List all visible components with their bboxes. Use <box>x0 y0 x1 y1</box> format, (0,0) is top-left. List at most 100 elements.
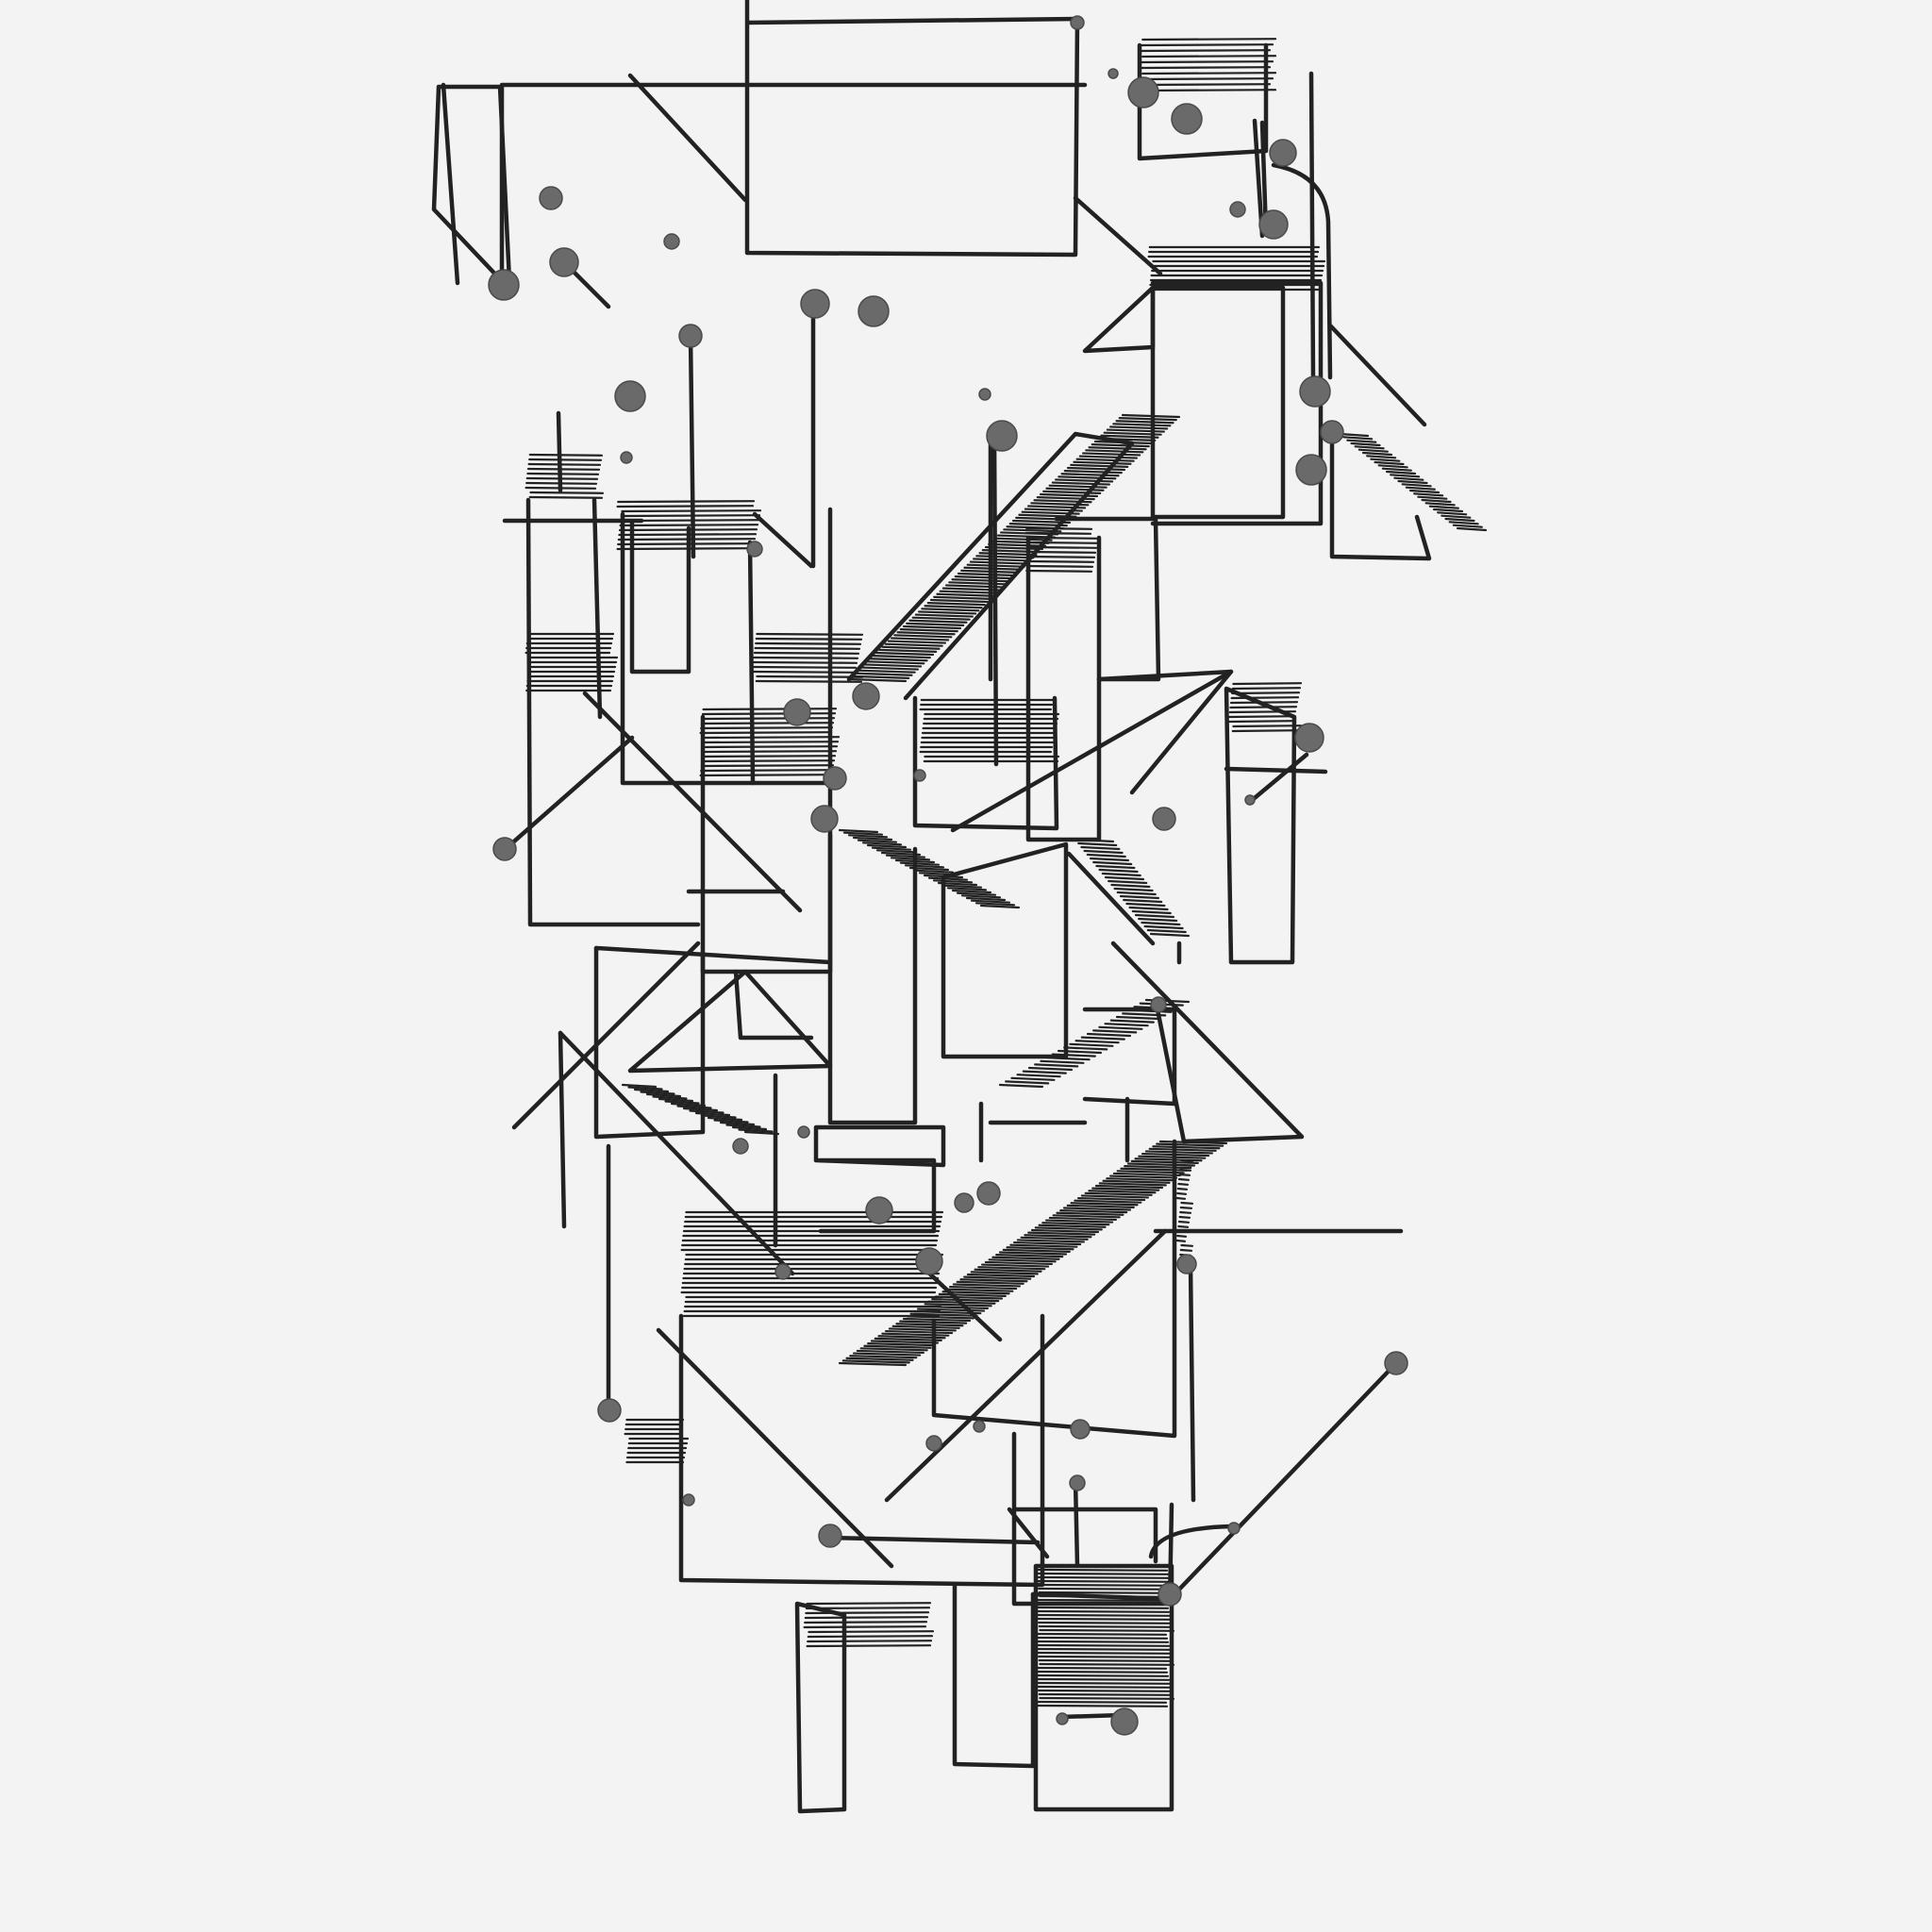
ink-dot <box>800 289 830 319</box>
hatch-stroke <box>1116 891 1157 896</box>
left-drop-line <box>431 84 512 284</box>
hatch-stroke <box>1177 1177 1191 1181</box>
hatch-stroke <box>902 625 962 630</box>
hatch-stroke <box>1089 857 1130 862</box>
hatch-stroke <box>966 1273 1036 1278</box>
hatch-stroke <box>754 646 861 650</box>
hatch-stroke <box>1035 1670 1169 1674</box>
hatch-stroke <box>951 578 1010 583</box>
hatch-stroke <box>1036 1681 1172 1685</box>
hatch-stroke <box>1016 1239 1085 1243</box>
hatch-stroke <box>1051 481 1110 486</box>
hatch-stroke <box>1101 872 1141 877</box>
hatch-stroke <box>896 631 956 636</box>
hatch-stroke <box>1000 531 1059 536</box>
ink-dot <box>823 766 847 791</box>
hatch-stroke <box>1138 917 1178 923</box>
ink-dot <box>1258 209 1289 240</box>
ink-dot <box>678 324 703 348</box>
hatch-stroke <box>806 1602 932 1606</box>
hatch-stroke <box>1140 77 1274 81</box>
hatch-stroke <box>852 836 893 841</box>
hatch-stroke <box>1006 1246 1074 1251</box>
ink-dot <box>1384 1351 1408 1375</box>
hatch-stroke <box>1038 1621 1174 1624</box>
hatch-stroke <box>1034 1632 1168 1636</box>
hatch-stroke <box>1038 1624 1174 1628</box>
hatch-stroke <box>1141 72 1277 75</box>
hatch-stroke <box>899 861 941 866</box>
dot-group <box>488 15 1408 1736</box>
center-mid-box-2 <box>818 1158 937 1234</box>
hatch-stroke <box>998 1251 1068 1256</box>
ink-dot <box>978 388 991 401</box>
bottom-mid-column <box>952 1582 1036 1769</box>
hatch-stroke <box>804 1616 929 1620</box>
hatch-stroke <box>984 1260 1053 1266</box>
bottom-left-stem <box>1007 1507 1050 1559</box>
hatch-stroke <box>1074 1040 1120 1044</box>
ink-dot <box>1152 807 1176 831</box>
hatch-stroke <box>904 864 945 869</box>
hatch-stroke <box>1432 508 1464 513</box>
hatch-stroke <box>1080 1036 1125 1041</box>
hatch-stroke <box>1037 1651 1173 1655</box>
hatch-stroke <box>640 1091 675 1095</box>
hatch-stroke <box>731 1125 768 1131</box>
hatch-stroke <box>887 640 946 644</box>
hatch-stroke <box>1025 569 1093 573</box>
mid-box <box>1025 535 1102 842</box>
hatch-stroke <box>1024 1234 1092 1239</box>
hatch-stroke <box>1393 476 1424 481</box>
hatch-stroke <box>1039 1696 1175 1700</box>
hatch-block <box>624 1418 690 1464</box>
hatch-stroke <box>951 889 992 894</box>
hatch-stroke <box>941 1291 1010 1295</box>
hatch-stroke <box>1034 1598 1168 1602</box>
hatch-stroke <box>1041 1222 1110 1226</box>
hatch-stroke <box>1141 55 1277 58</box>
hatch-stroke <box>1231 729 1302 733</box>
hatch-stroke <box>645 1092 682 1098</box>
hatch-stroke <box>627 1086 663 1091</box>
hatch-stroke <box>874 1337 942 1341</box>
hatch-stroke <box>1130 1159 1199 1164</box>
hatch-stroke <box>1408 489 1441 494</box>
ink-dot <box>539 186 563 210</box>
hatch-stroke <box>700 764 835 768</box>
hatch-stroke <box>956 891 997 896</box>
hatch-stroke <box>1035 1606 1170 1609</box>
hatch-stroke <box>1230 696 1300 700</box>
ink-dot <box>1110 1707 1139 1736</box>
hatch-stroke <box>1002 1248 1071 1253</box>
hatch-stroke <box>700 769 834 773</box>
hatch-stroke <box>970 1271 1039 1275</box>
hatch-stroke <box>842 831 884 836</box>
hatch-stroke <box>1091 443 1150 448</box>
lower-small-box <box>1011 1507 1158 1564</box>
hatch-stroke <box>1456 526 1488 532</box>
lower-big-box <box>678 1313 1045 1588</box>
hatch-stroke <box>838 1361 908 1367</box>
hatch-stroke <box>701 717 836 721</box>
hatch-stroke <box>1377 464 1408 469</box>
ink-dot <box>858 295 890 327</box>
hatch-stroke <box>1366 455 1397 459</box>
hatch-stroke <box>1228 715 1296 719</box>
hatch-stroke <box>1177 1182 1190 1186</box>
hatch-stroke <box>838 828 879 834</box>
ink-dot <box>954 1192 974 1213</box>
hatch-stroke <box>620 514 761 518</box>
hatch-stroke <box>1177 1224 1190 1228</box>
left-long-diag-2 <box>511 941 701 1130</box>
hatch-stroke <box>1125 902 1166 908</box>
hatch-stroke <box>1036 1643 1171 1647</box>
col2-box <box>620 507 833 786</box>
hatch-stroke <box>620 519 760 523</box>
ink-dot <box>1229 201 1246 218</box>
hatch-stroke <box>1156 1142 1224 1147</box>
hatch-block <box>680 1210 944 1318</box>
hatch-stroke <box>1178 1215 1191 1219</box>
hatch-stroke <box>1232 682 1303 686</box>
